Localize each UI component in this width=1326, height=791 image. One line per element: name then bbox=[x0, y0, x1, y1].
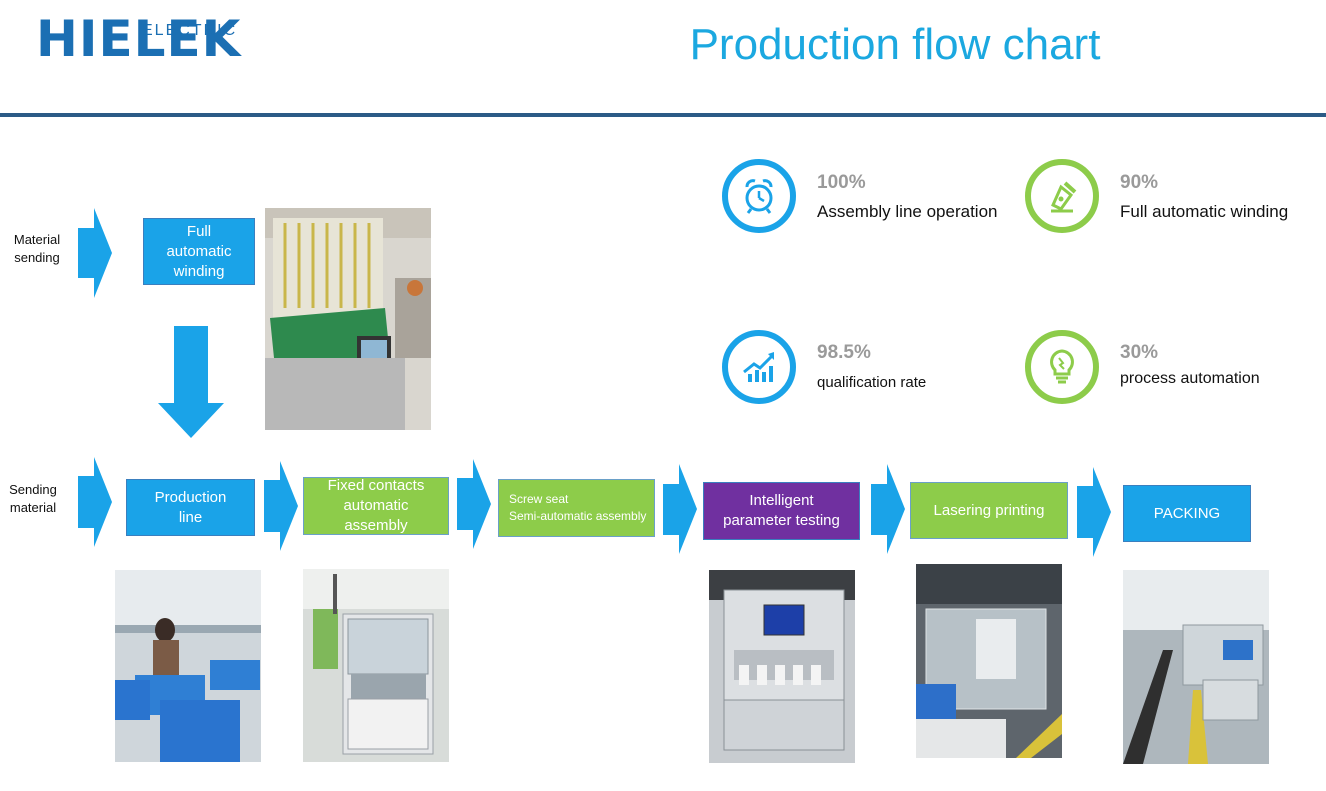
packing-area-photo bbox=[1123, 570, 1269, 764]
production-line-photo bbox=[115, 570, 261, 762]
arrow-right-icon bbox=[78, 208, 112, 298]
stat-label: process automation bbox=[1120, 370, 1260, 387]
step-screw-seat: Screw seat Semi-automatic assembly bbox=[498, 479, 655, 537]
step-fixed-contacts: Fixed contacts automatic assembly bbox=[303, 477, 449, 535]
step-parameter-testing: Intelligent parameter testing bbox=[703, 482, 860, 540]
parameter-testing-machine-photo bbox=[709, 570, 855, 763]
stat-percent: 100% bbox=[817, 172, 866, 193]
stat-percent: 98.5% bbox=[817, 342, 871, 363]
stat-percent: 30% bbox=[1120, 342, 1159, 363]
stat-label: Full automatic winding bbox=[1120, 202, 1289, 221]
arrow-down-icon bbox=[158, 326, 224, 438]
arrow-right-icon bbox=[78, 457, 112, 547]
alarm-clock-icon bbox=[722, 159, 796, 233]
fixed-contacts-machine-photo bbox=[303, 569, 449, 762]
lasering-machine-photo bbox=[916, 564, 1062, 758]
side-label-material-sending: Material sending bbox=[13, 232, 61, 265]
arrow-right-icon bbox=[1077, 467, 1111, 557]
company-logo: HIELEK bbox=[36, 10, 242, 68]
winding-machine-photo bbox=[265, 208, 431, 430]
step-production-line: Production line bbox=[126, 479, 255, 536]
trend-chart-icon bbox=[722, 330, 796, 404]
logo-subtitle: ELECTRIC bbox=[142, 22, 238, 39]
side-label-sending-material: Sending material bbox=[9, 482, 57, 515]
stat-label: Assembly line operation bbox=[817, 202, 998, 221]
header-divider bbox=[0, 113, 1326, 117]
step-full-automatic-winding: Full automatic winding bbox=[143, 218, 255, 285]
lightbulb-icon bbox=[1025, 330, 1099, 404]
stat-label: qualification rate bbox=[817, 374, 927, 391]
step-packing: PACKING bbox=[1123, 485, 1251, 542]
arrow-right-icon bbox=[264, 461, 298, 551]
arrow-right-icon bbox=[457, 459, 491, 549]
step-lasering-printing: Lasering printing bbox=[910, 482, 1068, 539]
page-title: Production flow chart bbox=[689, 20, 1101, 69]
pen-nib-icon bbox=[1025, 159, 1099, 233]
arrow-right-icon bbox=[663, 464, 697, 554]
arrow-right-icon bbox=[871, 464, 905, 554]
stat-percent: 90% bbox=[1120, 172, 1159, 193]
